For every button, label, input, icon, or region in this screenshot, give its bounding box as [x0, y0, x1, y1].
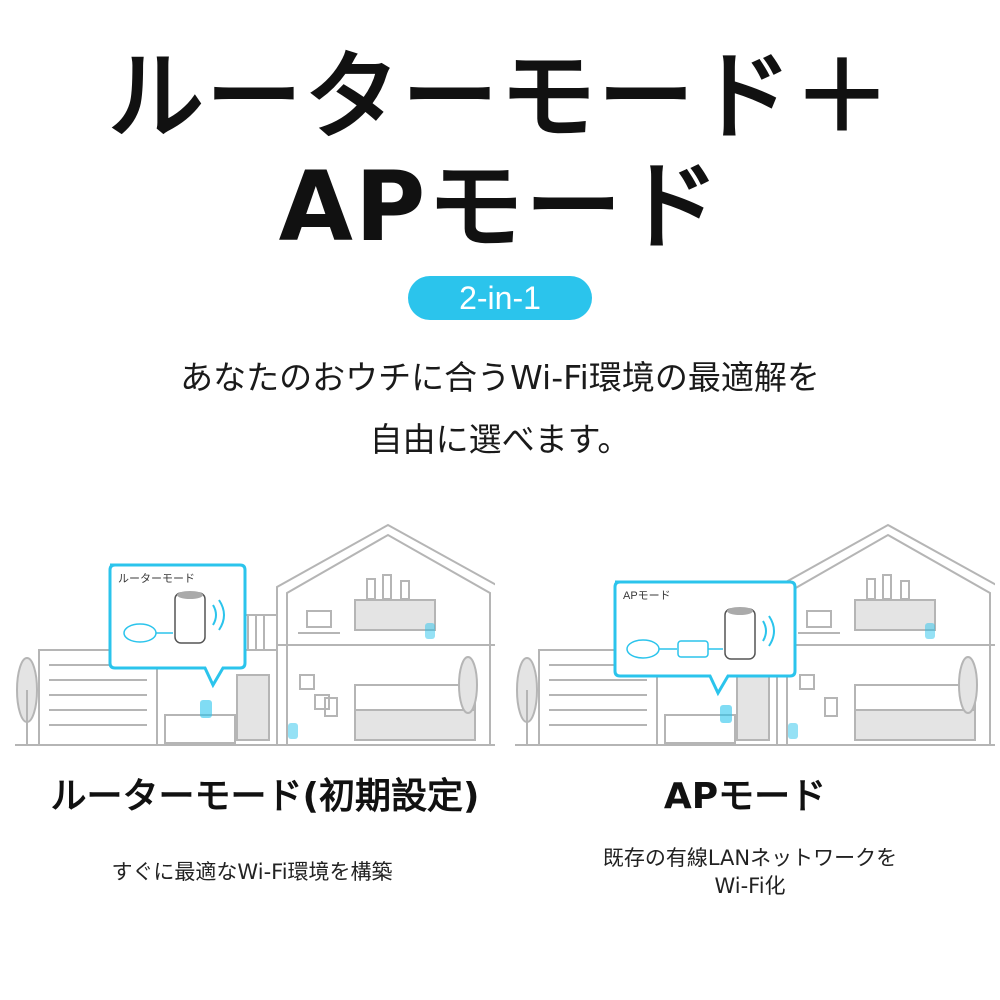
mesh-unit-icon	[174, 592, 206, 644]
headline-line-2: APモード	[278, 151, 722, 263]
headline-line-1: ルーターモード＋	[108, 41, 892, 153]
ap-mode-title: APモード	[663, 776, 827, 817]
cloud-icon	[123, 623, 157, 643]
ap-mode-illustration: APモード	[515, 515, 995, 755]
ap-mode-callout: APモード	[613, 580, 797, 697]
callout-label-ap: APモード	[623, 590, 671, 602]
wifi-signal-icon	[212, 599, 225, 631]
ap-mode-description-line-1: 既存の有線LANネットワークを	[602, 846, 898, 870]
lead-line-2: 自由に選べます。	[369, 420, 631, 459]
lead-line-1: あなたのおウチに合うWi-Fi環境の最適解を	[180, 358, 820, 397]
router-mode-title: ルーターモード(初期設定)	[50, 776, 480, 817]
mesh-unit-icon	[724, 608, 756, 660]
house-illustration: APモード	[515, 523, 995, 746]
router-mode-description: すぐに最適なWi-Fi環境を構築	[2, 858, 502, 886]
mesh-unit-icon	[720, 623, 935, 739]
wifi-signal-icon	[762, 615, 775, 647]
router-mode-callout: ルーターモード	[108, 563, 247, 689]
house-illustration: ルーターモード	[15, 523, 495, 746]
two-in-one-badge: 2-in-1	[408, 276, 592, 320]
mesh-unit-icon	[200, 623, 435, 739]
ap-mode-description: 既存の有線LANネットワークを Wi-Fi化	[500, 844, 1000, 900]
ap-mode-description-line-2: Wi-Fi化	[714, 874, 786, 898]
router-mode-description-line: すぐに最適なWi-Fi環境を構築	[111, 860, 393, 884]
modem-icon	[677, 640, 709, 658]
cloud-icon	[626, 639, 660, 659]
router-mode-illustration: ルーターモード	[15, 515, 495, 755]
callout-label-router: ルーターモード	[118, 572, 195, 585]
